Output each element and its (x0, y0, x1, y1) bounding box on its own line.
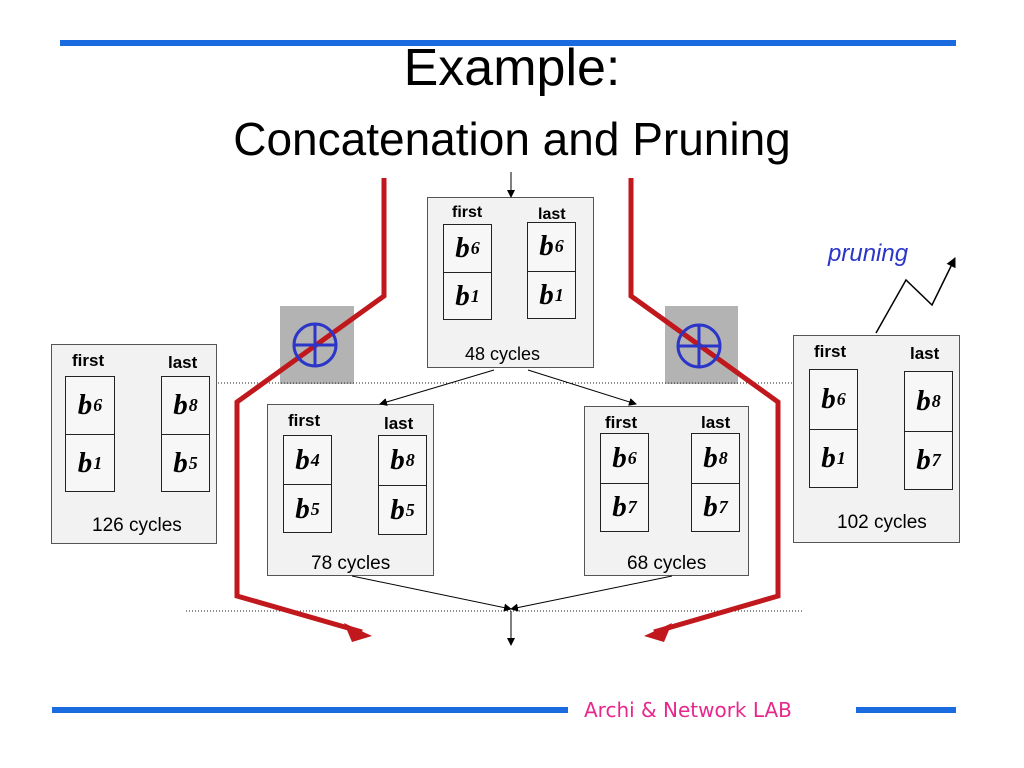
last-label: last (538, 206, 566, 223)
last-label: last (384, 414, 414, 433)
arrow-top-to-mid-left (379, 369, 495, 406)
pruning-label: pruning (828, 240, 909, 267)
footer-accent-bar-left (52, 707, 568, 713)
red-arrowhead-left (344, 623, 372, 642)
first-label: first (452, 204, 483, 221)
concat-operator-right-icon (676, 323, 722, 369)
red-path-left (234, 178, 387, 635)
last-label: last (168, 353, 198, 372)
first-label: first (605, 413, 638, 432)
last-label: last (910, 344, 940, 363)
arrow-mid-left-to-join (351, 575, 512, 612)
concat-operator-left-icon (292, 322, 338, 368)
footer-lab-name: Archi & Network LAB (584, 698, 792, 722)
cycle-count: 48 cycles (465, 344, 541, 364)
first-label: first (288, 411, 321, 430)
last-label: last (701, 413, 731, 432)
slide-title: Example: (403, 39, 621, 97)
cycle-count: 78 cycles (311, 553, 391, 574)
arrow-top-to-mid-right (527, 369, 637, 406)
top-accent-bar (60, 40, 956, 46)
cycle-count: 102 cycles (837, 512, 927, 533)
first-label: first (72, 351, 105, 370)
pruning-zigzag (875, 257, 956, 334)
red-path-right (628, 178, 781, 635)
cycle-count: 126 cycles (92, 515, 182, 536)
arrow-mid-right-to-join (510, 575, 673, 612)
first-label: first (814, 342, 847, 361)
cycle-count: 68 cycles (627, 553, 707, 574)
slide-subtitle: Concatenation and Pruning (233, 113, 791, 165)
red-arrowhead-right (644, 623, 672, 642)
footer-accent-bar-right (856, 707, 956, 713)
